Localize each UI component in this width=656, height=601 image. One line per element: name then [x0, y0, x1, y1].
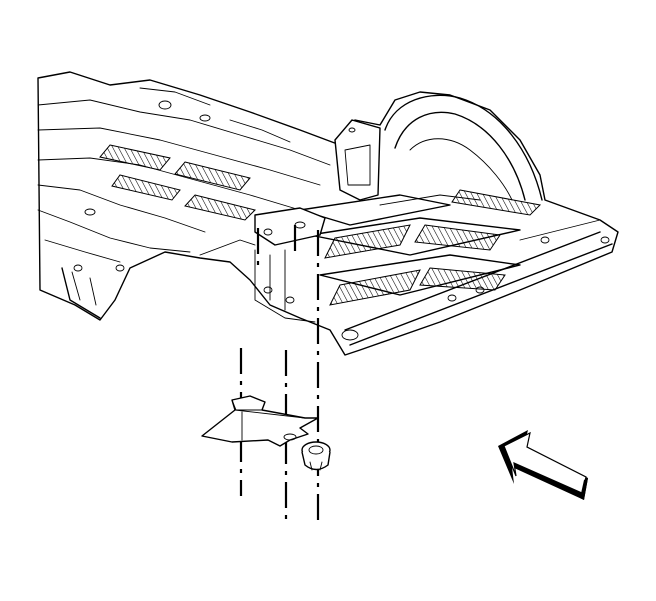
floor-pan-assembly [37, 71, 619, 356]
push-in-retainer [301, 441, 331, 471]
rear-wheelhouse [384, 94, 543, 201]
bracket-plate [201, 395, 319, 447]
view-direction-arrow-icon [498, 430, 588, 500]
fastener-centerlines [239, 225, 320, 525]
